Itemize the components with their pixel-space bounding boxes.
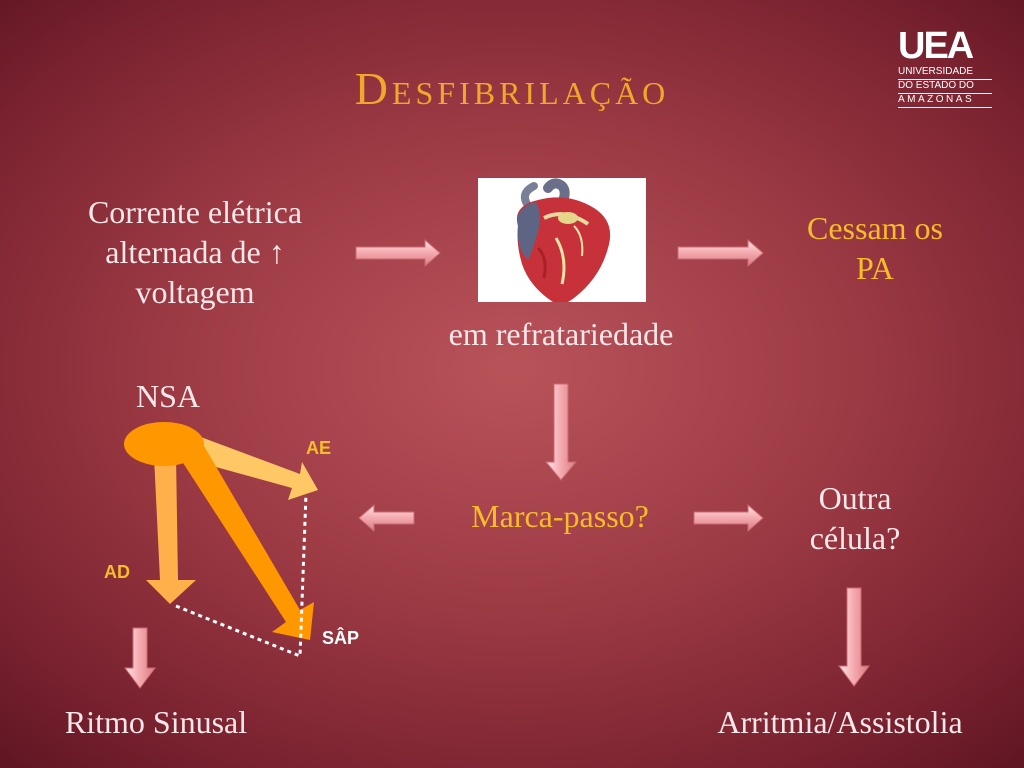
uea-logo: UEA UNIVERSIDADE DO ESTADO DO AMAZONAS: [898, 26, 998, 108]
dotted-conduction-path: [175, 493, 308, 659]
arrow-nsa-ae: [176, 430, 318, 500]
arrow-nsa-ad: [146, 456, 196, 604]
arrow-right-2: [677, 238, 764, 268]
arrow-right-1: [355, 238, 441, 268]
node-marca-passo: Marca-passo?: [471, 498, 649, 534]
arrow-right-3: [693, 503, 764, 533]
label-ad: AD: [104, 562, 130, 582]
outra-line-2: célula?: [809, 520, 901, 556]
label-sap: SÂP: [322, 628, 360, 648]
node-arritmia-assistolia: Arritmia/Assistolia: [717, 704, 963, 740]
logo-acronym: UEA: [898, 25, 974, 67]
slide-title: Desfibrilação: [354, 63, 670, 114]
heart-image: [478, 178, 646, 305]
conduction-diagram: [124, 422, 318, 659]
node-cessam-pa: Cessam os PA: [770, 208, 980, 288]
arrow-down-1: [544, 383, 578, 481]
outra-line-1: Outra: [818, 480, 892, 516]
nsa-node: [124, 422, 204, 466]
logo-line-1: UNIVERSIDADE: [898, 66, 992, 80]
heart-icon: [516, 178, 611, 305]
node-refratariedade: em refratariedade: [448, 316, 674, 352]
corrente-line-2: alternada de ↑: [105, 234, 285, 270]
node-corrente-eletrica: Corrente elétrica alternada de ↑ voltage…: [40, 192, 350, 312]
arrow-left-1: [358, 503, 415, 533]
corrente-line-1: Corrente elétrica: [87, 194, 303, 230]
cessam-line-2: PA: [856, 250, 894, 286]
label-nsa: NSA: [135, 378, 200, 414]
corrente-line-3: voltagem: [135, 274, 255, 310]
node-outra-celula: Outra célula?: [770, 478, 940, 558]
node-ritmo-sinusal: Ritmo Sinusal: [64, 704, 248, 740]
arrow-down-2: [124, 627, 156, 689]
logo-line-2: DO ESTADO DO: [898, 80, 992, 94]
label-ae: AE: [306, 438, 332, 458]
logo-line-3: AMAZONAS: [898, 94, 992, 108]
arrow-nsa-sap: [176, 446, 314, 640]
arrow-down-3: [838, 587, 870, 687]
cessam-line-1: Cessam os: [807, 210, 943, 246]
